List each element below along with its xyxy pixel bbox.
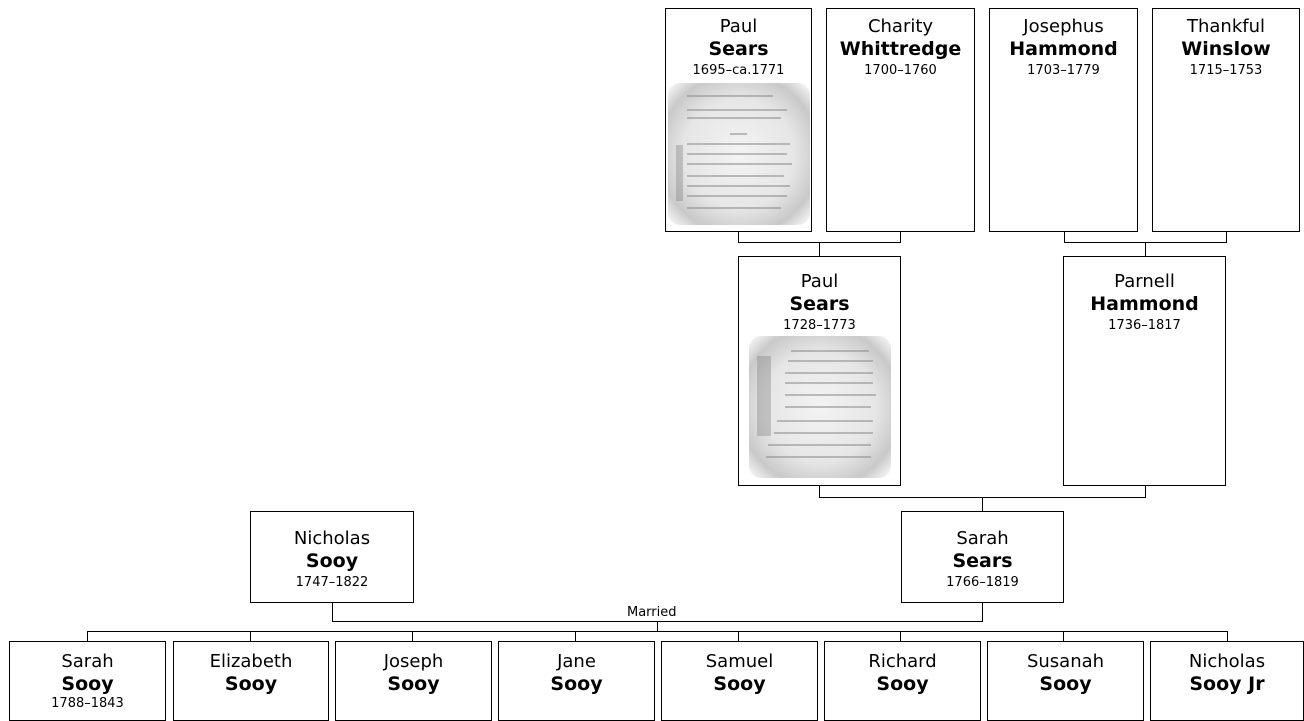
surname: Sooy (224, 673, 278, 695)
life-dates: 1766–1819 (946, 575, 1019, 590)
surname: Winslow (1181, 38, 1271, 60)
person-card-paul-sears-1695[interactable]: Paul Sears 1695–ca.1771 (665, 8, 812, 232)
given-name: Paul (800, 271, 839, 292)
life-dates: 1695–ca.1771 (692, 63, 785, 78)
person-card-parnell-hammond[interactable]: Parnell Hammond 1736–1817 (1063, 256, 1226, 486)
surname: Sooy (876, 673, 929, 695)
given-name: Nicholas (293, 528, 371, 549)
given-name: Susanah (1026, 651, 1105, 672)
given-name: Josephus (1023, 16, 1104, 37)
life-dates: 1788–1843 (51, 696, 124, 711)
married-label: Married (627, 605, 677, 620)
surname: Sears (952, 550, 1013, 572)
surname: Sooy (61, 673, 114, 695)
person-card-child[interactable]: Richard Sooy (824, 641, 981, 721)
surname: Sooy (713, 673, 766, 695)
person-card-sarah-sears[interactable]: Sarah Sears 1766–1819 (901, 511, 1064, 603)
life-dates: 1747–1822 (295, 575, 369, 590)
surname: Hammond (1009, 38, 1118, 60)
life-dates: 1700–1760 (864, 63, 937, 78)
life-dates: 1736–1817 (1108, 318, 1181, 333)
surname: Hammond (1090, 293, 1199, 315)
life-dates: 1728–1773 (783, 318, 856, 333)
surname: Sooy Jr (1189, 673, 1265, 695)
person-card-child[interactable]: Jane Sooy (498, 641, 655, 721)
surname: Sears (789, 293, 850, 315)
person-card-child[interactable]: Elizabeth Sooy (173, 641, 329, 721)
given-name: Jane (557, 651, 596, 672)
given-name: Parnell (1114, 271, 1175, 292)
given-name: Paul (719, 16, 758, 37)
person-card-child[interactable]: Susanah Sooy (987, 641, 1144, 721)
given-name: Joseph (383, 651, 444, 672)
document-thumbnail[interactable] (667, 83, 810, 225)
document-thumbnail[interactable] (748, 336, 891, 478)
given-name: Richard (868, 651, 937, 672)
person-card-josephus-hammond[interactable]: Josephus Hammond 1703–1779 (989, 8, 1138, 232)
surname: Sears (708, 38, 769, 60)
person-card-charity-whittredge[interactable]: Charity Whittredge 1700–1760 (826, 8, 975, 232)
surname: Sooy (550, 673, 603, 695)
person-card-child[interactable]: Sarah Sooy 1788–1843 (9, 641, 166, 721)
person-card-child[interactable]: Joseph Sooy (335, 641, 492, 721)
given-name: Elizabeth (209, 651, 293, 672)
surname: Sooy (1039, 673, 1092, 695)
person-card-child[interactable]: Samuel Sooy (661, 641, 818, 721)
given-name: Samuel (705, 651, 774, 672)
given-name: Charity (867, 16, 934, 37)
surname: Sooy (305, 550, 359, 572)
given-name: Sarah (956, 528, 1009, 549)
person-card-nicholas-sooy[interactable]: Nicholas Sooy 1747–1822 (250, 511, 414, 603)
surname: Sooy (387, 673, 440, 695)
person-card-paul-sears-1728[interactable]: Paul Sears 1728–1773 (738, 256, 901, 486)
life-dates: 1715–1753 (1189, 63, 1263, 78)
given-name: Thankful (1186, 16, 1265, 37)
person-card-child[interactable]: Nicholas Sooy Jr (1150, 641, 1304, 721)
given-name: Sarah (61, 651, 114, 672)
person-card-thankful-winslow[interactable]: Thankful Winslow 1715–1753 (1152, 8, 1300, 232)
given-name: Nicholas (1188, 651, 1266, 672)
surname: Whittredge (839, 38, 962, 60)
life-dates: 1703–1779 (1027, 63, 1100, 78)
